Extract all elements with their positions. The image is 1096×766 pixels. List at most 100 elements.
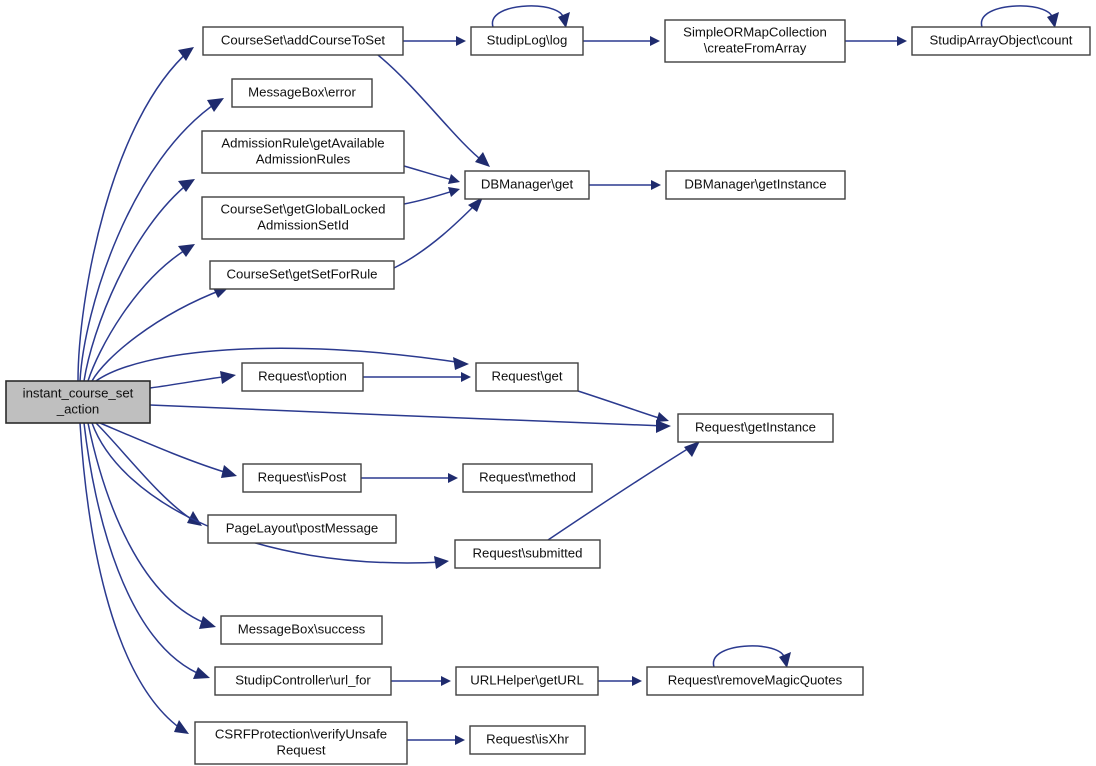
node-box[interactable] <box>470 26 584 56</box>
edge-root-to-reqget <box>95 347 469 382</box>
arrowhead-icon <box>455 735 465 745</box>
edge-line <box>492 5 564 28</box>
node-box[interactable] <box>214 666 392 696</box>
node-box[interactable] <box>209 260 395 290</box>
node-box[interactable] <box>677 413 834 443</box>
node-addcourse[interactable]: CourseSet\addCourseToSet <box>202 26 404 56</box>
node-label: instant_course_set <box>23 385 134 400</box>
node-box[interactable] <box>469 725 586 755</box>
node-label: PageLayout\postMessage <box>226 520 379 535</box>
node-box[interactable] <box>464 170 590 200</box>
node-label: _action <box>56 401 100 416</box>
node-simpleormap[interactable]: SimpleORMapCollection\createFromArray <box>664 19 846 63</box>
node-label: StudipController\url_for <box>235 672 371 687</box>
node-box[interactable] <box>462 463 593 493</box>
node-box[interactable] <box>241 362 364 392</box>
node-reqoption[interactable]: Request\option <box>241 362 364 392</box>
nodes-layer: instant_course_set_action CourseSet\addCo… <box>5 19 1091 765</box>
node-box[interactable] <box>911 26 1091 56</box>
node-box[interactable] <box>207 514 397 544</box>
node-box[interactable] <box>242 463 362 493</box>
node-box[interactable] <box>202 26 404 56</box>
node-box[interactable] <box>665 170 846 200</box>
edge-root-to-msgerror <box>79 98 224 382</box>
node-label: DBManager\get <box>481 176 574 191</box>
node-label: AdmissionRule\getAvailable <box>221 135 384 150</box>
node-setforrule[interactable]: CourseSet\getSetForRule <box>209 260 395 290</box>
node-arraycount[interactable]: StudipArrayObject\count <box>911 26 1091 56</box>
node-label: DBManager\getInstance <box>684 176 826 191</box>
node-reqispost[interactable]: Request\isPost <box>242 463 362 493</box>
node-reqget[interactable]: Request\get <box>475 362 579 392</box>
edge-root-to-setforrule <box>91 286 229 382</box>
node-box[interactable] <box>646 666 864 696</box>
edge-root-to-admrules <box>83 179 195 382</box>
edge-root-to-addcourse <box>77 47 194 382</box>
node-reqisxhr[interactable]: Request\isXhr <box>469 725 586 755</box>
arrowhead-icon <box>779 652 791 668</box>
arrowhead-icon <box>632 676 642 686</box>
node-box[interactable] <box>220 615 383 645</box>
node-box[interactable] <box>201 130 405 174</box>
edge-studiplog-to-studiplog-self <box>492 5 570 28</box>
node-postmessage[interactable]: PageLayout\postMessage <box>207 514 397 544</box>
edge-root-to-postmessage <box>95 422 202 526</box>
node-dbgetinstance[interactable]: DBManager\getInstance <box>665 170 846 200</box>
edge-line <box>377 54 486 164</box>
arrowhead-icon <box>207 98 224 112</box>
node-box[interactable] <box>475 362 579 392</box>
arrowhead-icon <box>684 441 700 457</box>
node-box[interactable] <box>664 19 846 63</box>
edge-line <box>149 375 231 389</box>
node-box[interactable] <box>194 721 408 765</box>
node-reqgetinst[interactable]: Request\getInstance <box>677 413 834 443</box>
arrowhead-icon <box>178 47 194 61</box>
edge-line <box>981 5 1053 28</box>
arrowhead-icon <box>897 36 907 46</box>
node-box[interactable] <box>201 196 405 240</box>
node-box[interactable] <box>231 78 373 108</box>
node-urlhelper[interactable]: URLHelper\getURL <box>455 666 599 696</box>
node-box[interactable] <box>455 666 599 696</box>
edge-line <box>393 201 479 269</box>
edge-line <box>577 390 663 420</box>
edge-root-to-globallocked <box>87 244 195 382</box>
edge-root-to-reqoption <box>149 371 236 389</box>
node-msgsuccess[interactable]: MessageBox\success <box>220 615 383 645</box>
node-msgerror[interactable]: MessageBox\error <box>231 78 373 108</box>
arrowhead-icon <box>1047 12 1059 28</box>
edge-line <box>547 444 695 541</box>
arrowhead-icon <box>650 36 660 46</box>
node-label: Request\get <box>491 368 562 383</box>
edge-reqget-to-reqgetinst <box>577 390 669 422</box>
edge-line <box>99 422 232 475</box>
node-label: StudipArrayObject\count <box>930 32 1073 47</box>
node-urlfor[interactable]: StudipController\url_for <box>214 666 392 696</box>
arrowhead-icon <box>199 616 216 629</box>
edges-layer <box>77 5 1059 745</box>
node-removemagic[interactable]: Request\removeMagicQuotes <box>646 666 864 696</box>
node-root[interactable]: instant_course_set_action <box>5 380 151 424</box>
node-label: Request\submitted <box>473 545 583 560</box>
node-box[interactable] <box>454 539 601 569</box>
node-label: Request\removeMagicQuotes <box>668 672 843 687</box>
edge-root-to-csrf <box>79 422 189 734</box>
edge-line <box>95 347 464 382</box>
node-reqsubmitted[interactable]: Request\submitted <box>454 539 601 569</box>
arrowhead-icon <box>651 180 661 190</box>
arrowhead-icon <box>656 412 669 422</box>
node-box[interactable] <box>5 380 151 424</box>
node-label: AdmissionRules <box>256 151 351 166</box>
edge-root-to-reqgetinst <box>149 404 671 433</box>
arrowhead-icon <box>448 187 460 197</box>
edge-globallocked-to-dbget <box>403 187 460 205</box>
node-dbget[interactable]: DBManager\get <box>464 170 590 200</box>
edge-line <box>79 100 220 382</box>
edge-root-to-urlfor <box>83 422 210 679</box>
node-studiplog[interactable]: StudipLog\log <box>470 26 584 56</box>
node-reqmethod[interactable]: Request\method <box>462 463 593 493</box>
